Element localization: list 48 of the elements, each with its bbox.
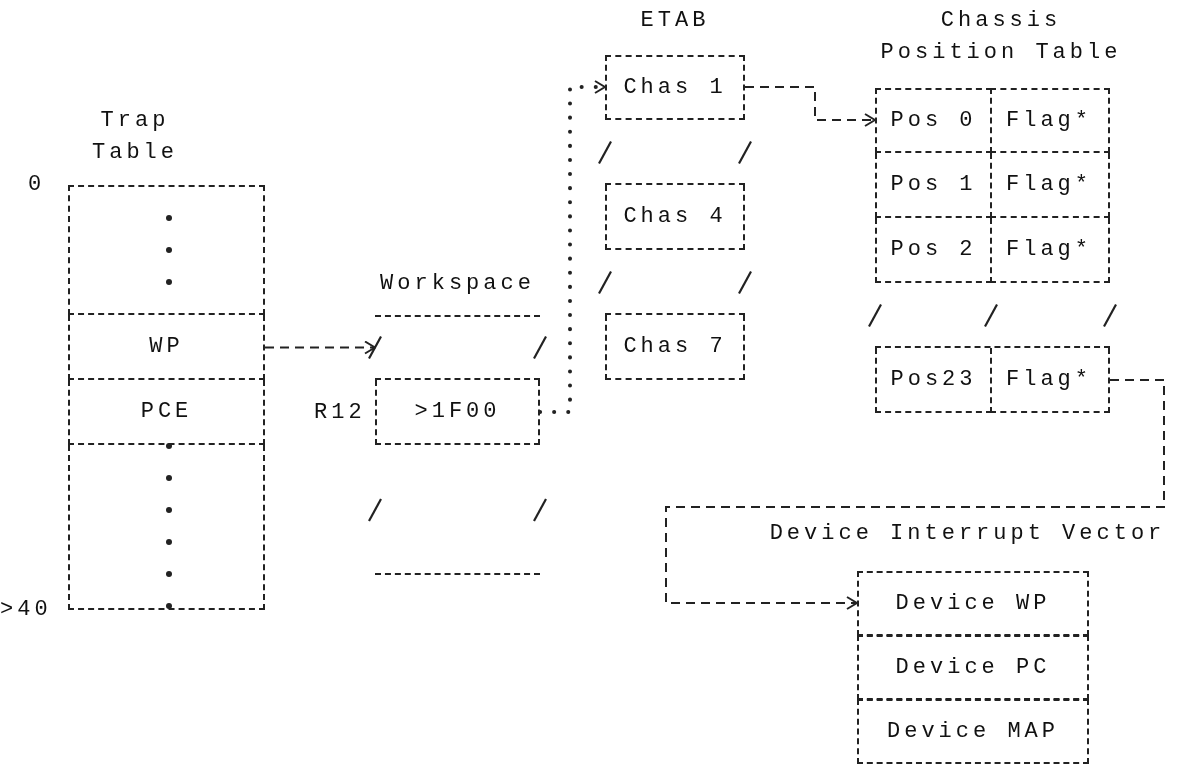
memory-cell [990,153,1110,218]
memory-cell [605,315,745,380]
cell-text: Flag* [1006,172,1092,197]
memory-cell [875,88,992,153]
cell-text: Flag* [1006,237,1092,262]
cell-text: >1F00 [414,399,501,424]
cell-text: Flag* [1006,108,1092,133]
memory-cell [857,571,1089,636]
arrow [264,340,376,355]
table-heading: Workspace [379,270,536,298]
memory-cell [875,218,992,283]
memory-cell [875,153,992,218]
memory-cell [68,315,265,380]
table-heading: Device Interrupt Vector [768,520,1167,548]
cell-text: Device PC [895,655,1051,680]
cell-text: Pos 0 [890,108,977,133]
memory-cell [68,380,265,445]
cell-text: Device WP [895,591,1051,616]
address-label: R12 [314,400,366,425]
ellipsis-cell [68,445,265,610]
cell-text: Device MAP [887,719,1059,744]
cell-text: WP [149,334,184,359]
memory-cell [990,348,1110,413]
memory-cell [605,55,745,120]
cell-text: Chas 7 [623,334,727,359]
table-heading: ETAB [639,7,711,35]
address-label: >40 [0,597,52,622]
cell-text: Chas 4 [623,204,727,229]
memory-cell [857,635,1089,700]
arrow [538,80,607,414]
arrow [665,379,1165,610]
ellipsis-cell [68,185,265,315]
memory-cell [990,88,1110,153]
cell-text: PCE [140,399,193,424]
table-heading: Trap Table [91,107,179,167]
memory-cell [605,185,745,250]
arrow [744,86,876,127]
memory-cell [990,218,1110,283]
memory-cell [857,699,1089,764]
address-label: 0 [28,172,46,197]
break-cell [375,315,540,380]
cell-text: Pos 2 [890,237,977,262]
cell-text: Chas 1 [623,75,727,100]
memory-cell [875,348,992,413]
cell-text: Flag* [1006,367,1092,392]
cell-text: Pos 1 [890,172,977,197]
cell-text: Pos23 [890,367,977,392]
table-heading: Chassis Position Table [879,7,1123,67]
